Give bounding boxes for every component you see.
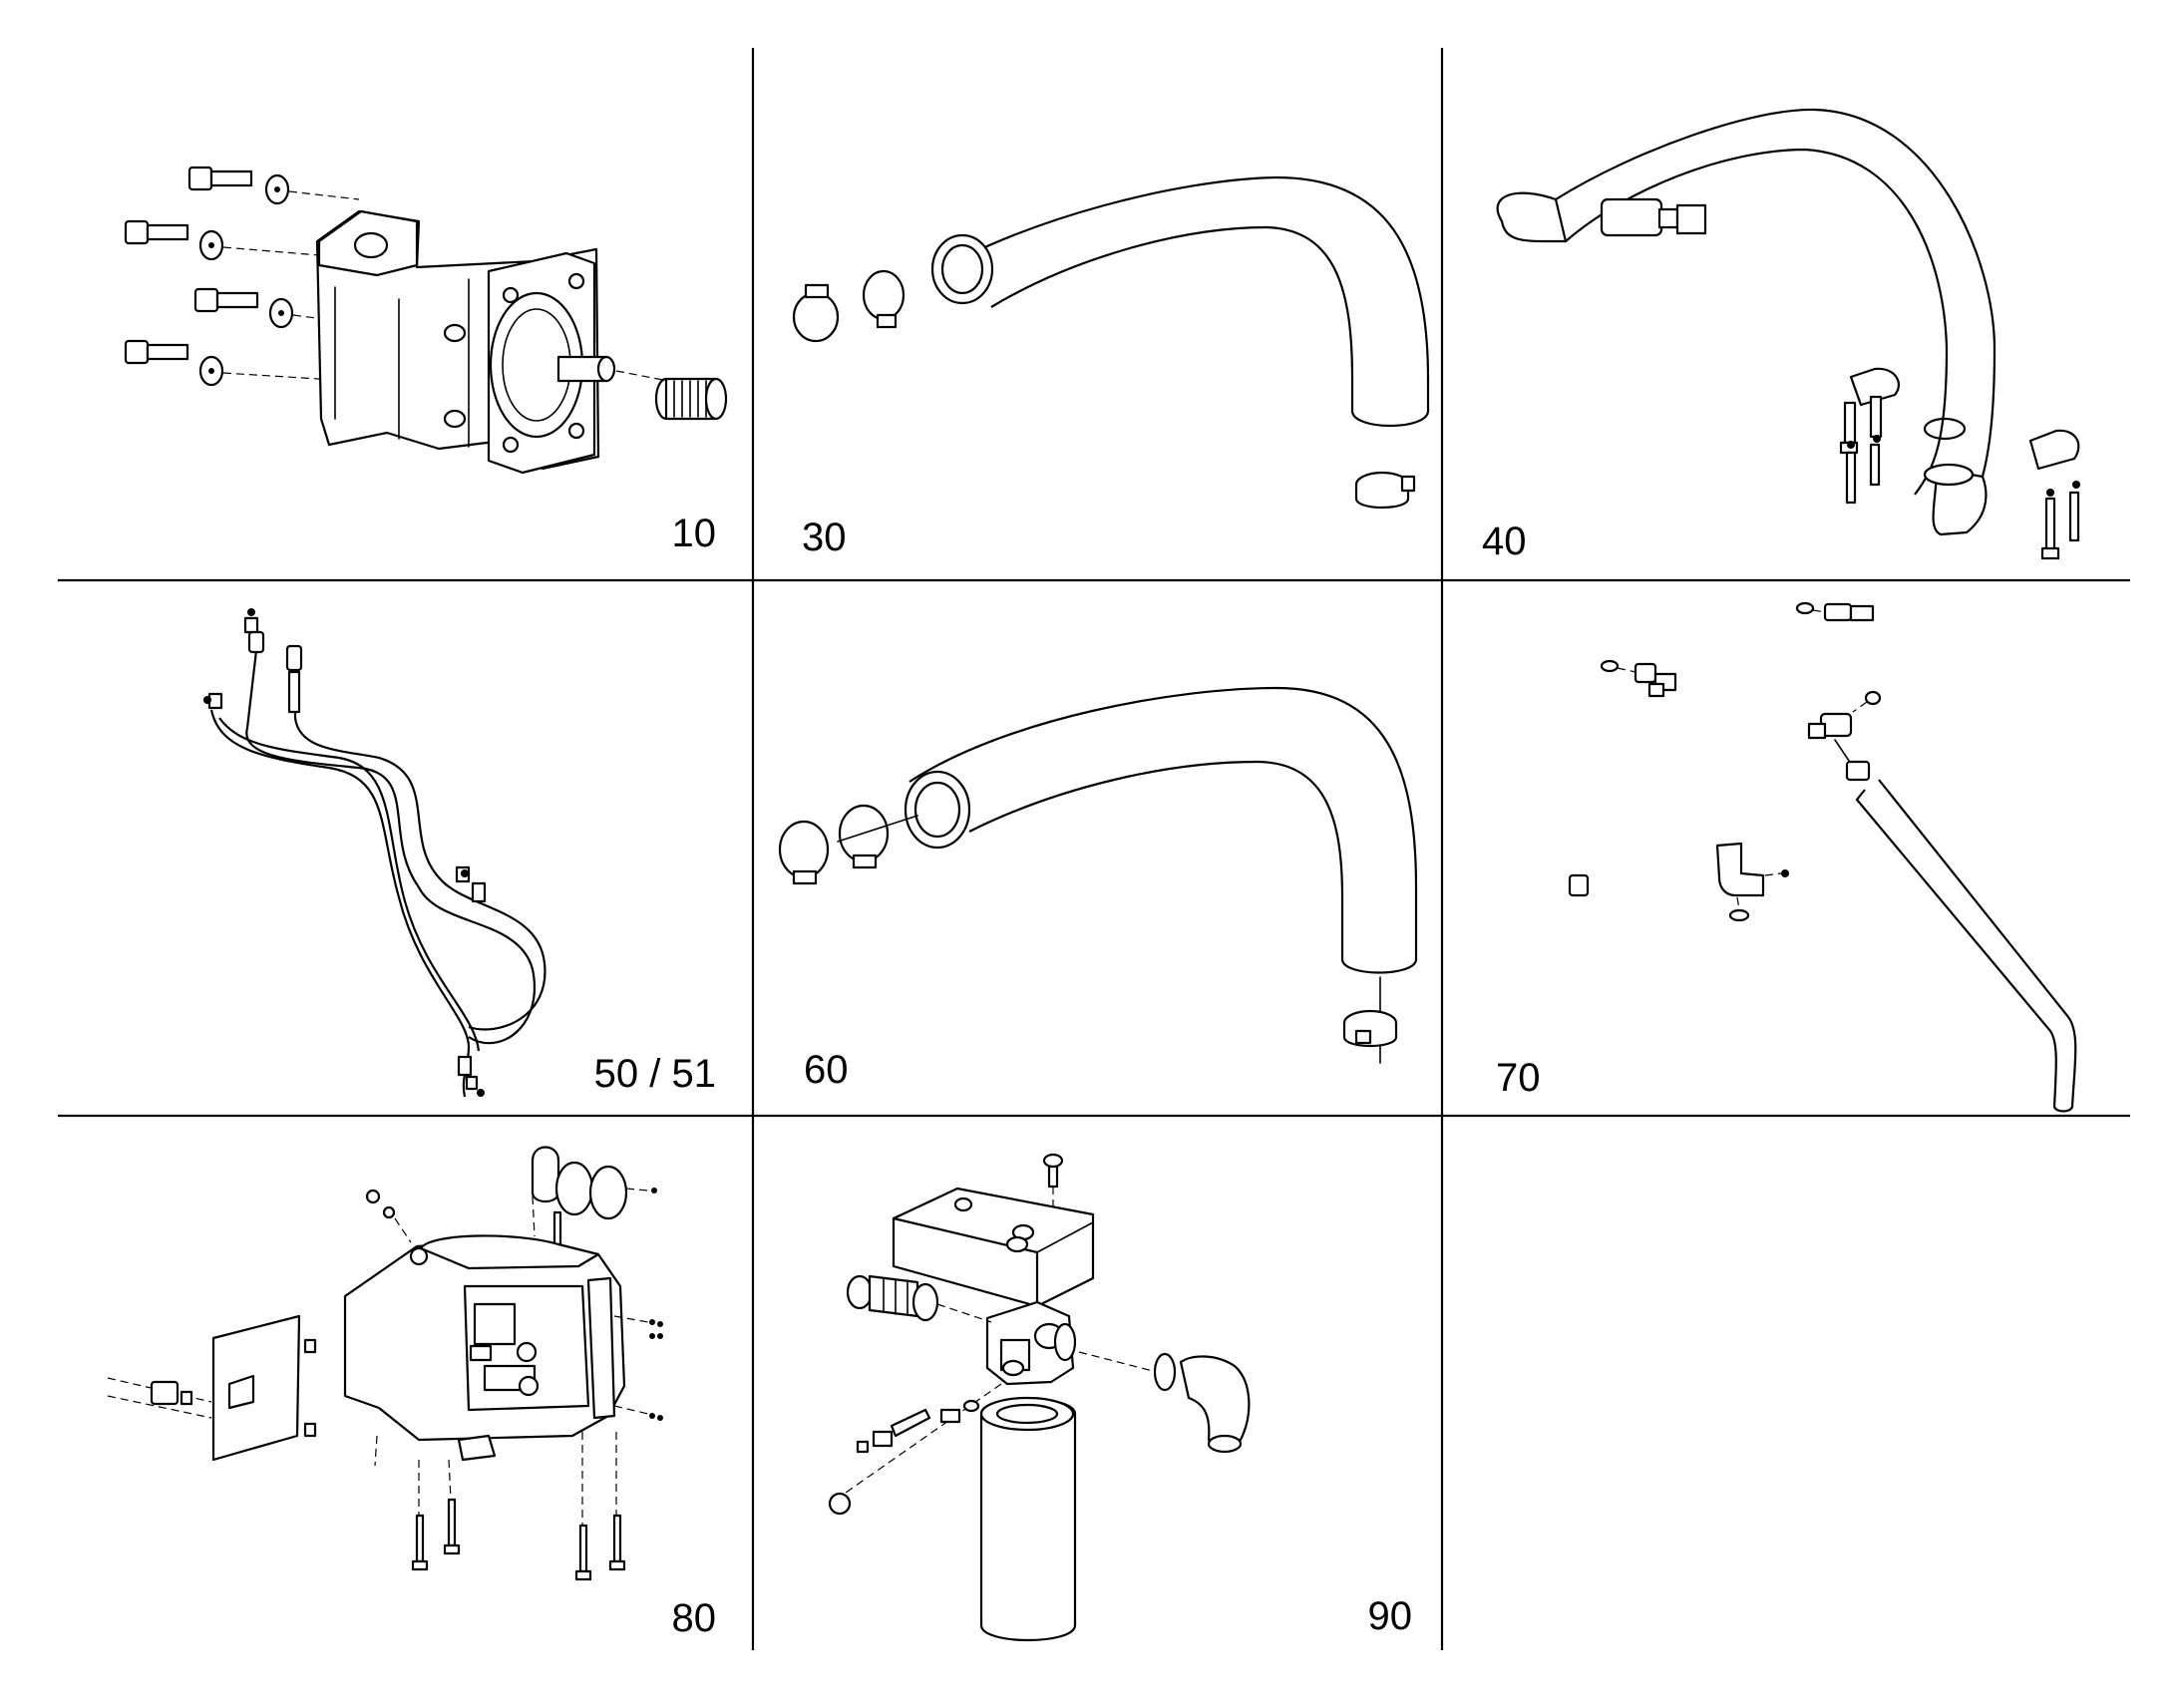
hose-illustration <box>1496 108 2080 560</box>
hose-clamp-icon <box>862 269 906 329</box>
cell-60[interactable]: 60 <box>778 686 1418 1092</box>
cell-80[interactable]: 80 <box>107 1146 717 1641</box>
bolt-icon <box>124 219 320 261</box>
fittings-illustration <box>1568 601 2077 1113</box>
control-box-illustration <box>107 1146 663 1581</box>
coupling-icon <box>654 377 728 421</box>
hose-illustration <box>778 686 1418 1064</box>
flange-half-icon <box>2028 429 2080 560</box>
cell-40[interactable]: 40 <box>1482 108 2080 563</box>
cell-30[interactable]: 30 <box>792 175 1430 559</box>
cell-90[interactable]: 90 <box>828 1153 1413 1642</box>
hose-clamp-icon <box>792 283 840 343</box>
cell-label-60: 60 <box>804 1048 849 1092</box>
filter-illustration <box>828 1153 1251 1642</box>
hose-clamp-icon <box>1342 976 1398 1064</box>
cell-label-70: 70 <box>1496 1056 1541 1100</box>
cell-70[interactable]: 70 <box>1496 601 2077 1113</box>
hydraulic-lines-illustration <box>203 608 546 1098</box>
grid <box>58 48 2130 1650</box>
bolt-icon <box>187 166 360 205</box>
flange-half-icon <box>1839 367 1900 505</box>
cell-label-90: 90 <box>1368 1594 1413 1638</box>
cell-label-40: 40 <box>1482 519 1527 563</box>
cell-label-50-51: 50 / 51 <box>594 1052 716 1096</box>
cell-label-30: 30 <box>802 515 847 559</box>
hose-clamp-icon <box>778 820 830 885</box>
bolt-icon <box>193 287 340 329</box>
bolt-icon <box>124 339 320 387</box>
cell-label-10: 10 <box>672 512 717 555</box>
cell-empty <box>1444 1118 2130 1650</box>
pump-illustration <box>124 166 728 475</box>
cell-50-51[interactable]: 50 / 51 <box>203 608 716 1098</box>
hose-clamp-icon <box>1354 471 1416 509</box>
cell-label-80: 80 <box>672 1596 717 1640</box>
hose-illustration <box>792 175 1430 509</box>
hose-clamp-icon <box>838 804 890 869</box>
cell-10[interactable]: 10 <box>124 166 728 555</box>
